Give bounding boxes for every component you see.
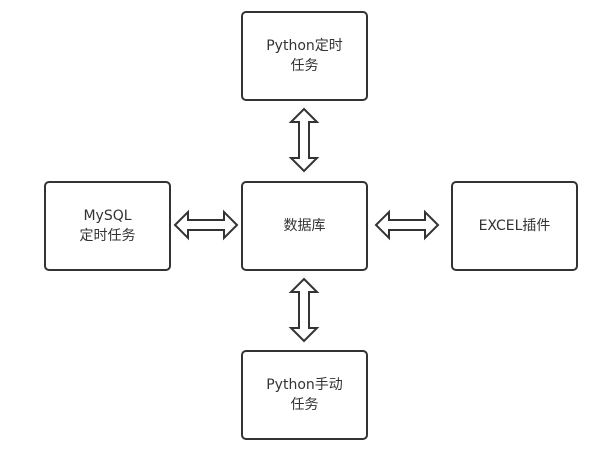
arrow-center-bottom bbox=[288, 277, 320, 343]
node-python-scheduled-task: Python定时 任务 bbox=[241, 11, 368, 101]
node-python-manual-task: Python手动 任务 bbox=[241, 350, 368, 440]
node-label: 数据库 bbox=[283, 218, 326, 234]
node-excel-plugin: EXCEL插件 bbox=[451, 181, 578, 271]
arrow-top-center bbox=[288, 107, 320, 173]
node-database: 数据库 bbox=[241, 181, 368, 271]
node-label: EXCEL插件 bbox=[478, 218, 551, 234]
node-label: Python手动 任务 bbox=[266, 377, 343, 413]
node-label: Python定时 任务 bbox=[266, 38, 343, 74]
arrow-center-right bbox=[374, 209, 440, 241]
arrow-left-center bbox=[173, 209, 239, 241]
node-mysql-scheduled-task: MySQL 定时任务 bbox=[44, 181, 171, 271]
node-label: MySQL 定时任务 bbox=[79, 208, 136, 244]
